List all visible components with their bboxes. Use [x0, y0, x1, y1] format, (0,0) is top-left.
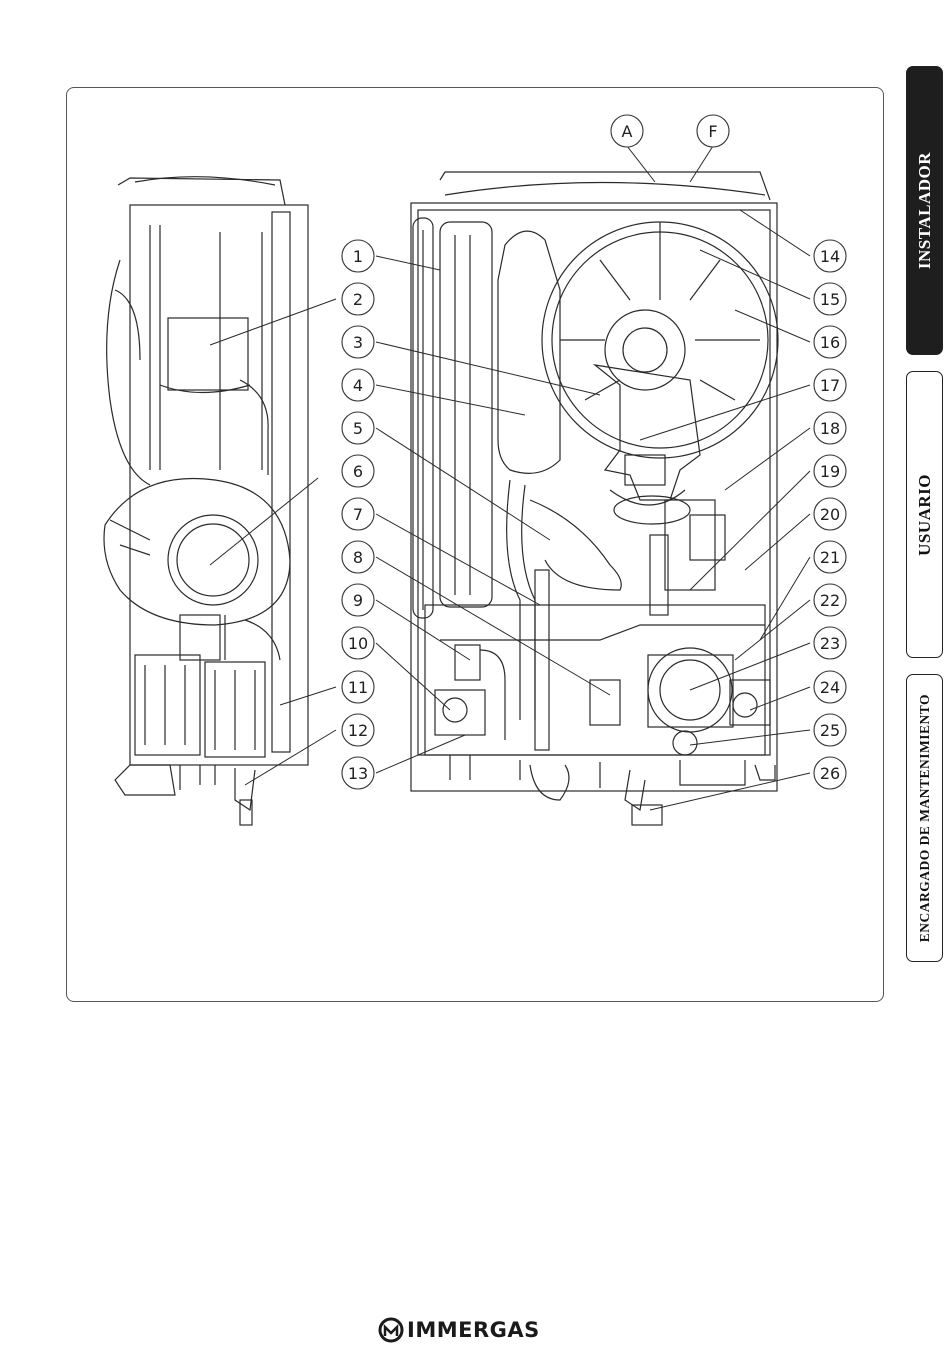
brand-name: IMMERGAS	[407, 1318, 540, 1342]
tab-installer[interactable]: INSTALADOR	[906, 66, 943, 355]
callout-label-14: 14	[820, 247, 840, 266]
callout-label-9: 9	[353, 591, 363, 610]
callout-label-4: 4	[353, 376, 363, 395]
callout-label-21: 21	[820, 548, 840, 567]
callout-label-3: 3	[353, 333, 363, 352]
callout-label-12: 12	[348, 721, 368, 740]
callout-label-13: 13	[348, 764, 368, 783]
callout-label-15: 15	[820, 290, 840, 309]
tab-installer-label: INSTALADOR	[915, 152, 935, 269]
callout-label-5: 5	[353, 419, 363, 438]
tab-user-label: USUARIO	[915, 474, 935, 556]
boiler-front-view	[411, 172, 778, 825]
callout-label-8: 8	[353, 548, 363, 567]
callout-label-6: 6	[353, 462, 363, 481]
callout-label-10: 10	[348, 634, 368, 653]
brand-logo: IMMERGAS	[378, 1315, 540, 1345]
tab-user[interactable]: USUARIO	[906, 371, 943, 658]
callout-label-A: A	[622, 122, 633, 141]
callout-label-7: 7	[353, 505, 363, 524]
callout-label-F: F	[708, 122, 717, 141]
callout-label-23: 23	[820, 634, 840, 653]
callout-leaders	[210, 146, 810, 810]
callout-label-19: 19	[820, 462, 840, 481]
tab-maintenance[interactable]: ENCARGADO DE MANTENIMIENTO	[906, 674, 943, 962]
tab-maintenance-label: ENCARGADO DE MANTENIMIENTO	[917, 694, 933, 942]
callout-label-18: 18	[820, 419, 840, 438]
callout-label-25: 25	[820, 721, 840, 740]
callout-label-20: 20	[820, 505, 840, 524]
callout-label-22: 22	[820, 591, 840, 610]
callout-label-1: 1	[353, 247, 363, 266]
immergas-logo-icon	[378, 1317, 404, 1343]
callout-label-26: 26	[820, 764, 840, 783]
callout-label-24: 24	[820, 678, 840, 697]
callout-label-2: 2	[353, 290, 363, 309]
callout-label-17: 17	[820, 376, 840, 395]
callout-label-16: 16	[820, 333, 840, 352]
boiler-side-view	[104, 177, 308, 825]
callout-label-11: 11	[348, 678, 368, 697]
